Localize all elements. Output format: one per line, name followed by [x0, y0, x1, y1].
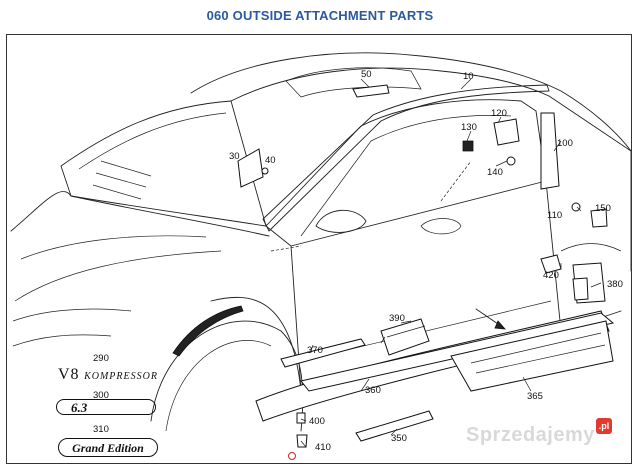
- part-label-380: 380: [607, 279, 623, 290]
- part-label-150: 150: [595, 203, 611, 214]
- part-label-420: 420: [543, 270, 559, 281]
- part-label-365: 365: [527, 391, 543, 402]
- kompressor-text: KOMPRESSOR: [84, 371, 158, 382]
- part-label-310: 310: [93, 424, 109, 435]
- page-title: 060 OUTSIDE ATTACHMENT PARTS: [206, 8, 434, 23]
- part-label-30: 30: [229, 151, 240, 162]
- part-label-290: 290: [93, 353, 109, 364]
- part-label-370: 370: [307, 345, 323, 356]
- part-label-50: 50: [361, 69, 372, 80]
- v8-text: V8: [58, 366, 80, 383]
- part-label-300: 300: [93, 390, 109, 401]
- part-label-100: 100: [557, 138, 573, 149]
- part-label-10: 10: [463, 71, 474, 82]
- part-label-40: 40: [265, 155, 276, 166]
- grand-edition-badge: Grand Edition: [58, 438, 158, 457]
- watermark: Sprzedajemy: [466, 424, 595, 446]
- car-exploded-diagram: 10 50 30 40 120 130 100 140 110 150 420 …: [10, 52, 631, 460]
- part-label-400: 400: [309, 416, 325, 427]
- part-label-390: 390: [389, 313, 405, 324]
- watermark-suffix: .pl: [596, 418, 612, 434]
- part-label-410: 410: [315, 442, 331, 453]
- amg-63-badge: 6.3: [56, 399, 156, 415]
- diagram-frame: 10 50 30 40 120 130 100 140 110 150 420 …: [6, 34, 632, 464]
- part-label-350: 350: [391, 433, 407, 444]
- part-label-130: 130: [461, 122, 477, 133]
- part-label-110: 110: [547, 210, 562, 221]
- v8-kompressor-badge: V8 KOMPRESSOR: [58, 366, 158, 384]
- part-label-360: 360: [365, 385, 381, 396]
- part-label-140: 140: [487, 167, 503, 178]
- part-label-120: 120: [491, 108, 507, 119]
